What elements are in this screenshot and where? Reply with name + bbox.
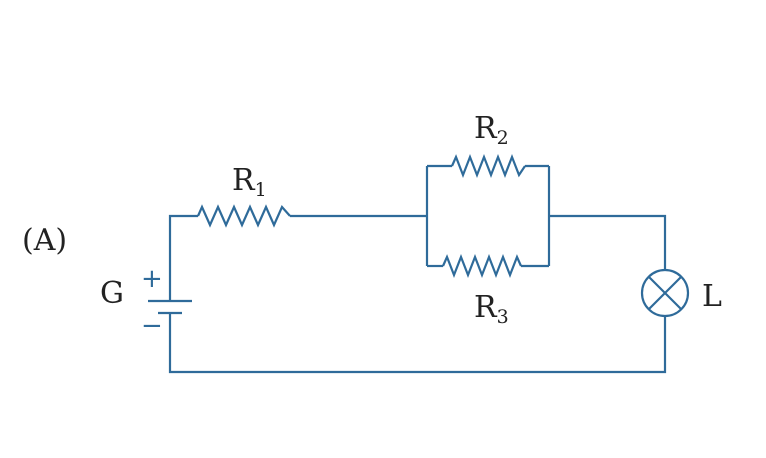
battery-minus-sign: − (141, 311, 163, 341)
resistor-r3-label: R3 (474, 290, 509, 328)
source-label: G (100, 276, 124, 311)
resistor-r2-letter: R (474, 111, 498, 146)
figure-label: (A) (22, 223, 67, 258)
resistor-r1 (196, 204, 291, 228)
battery-plus-sign: + (141, 264, 163, 294)
lamp-cross-b (648, 276, 682, 310)
resistor-r2-subscript: 2 (497, 127, 509, 149)
wire-to-lamp-top (549, 214, 667, 270)
resistor-r2-label: R2 (474, 111, 509, 149)
lamp-label: L (702, 279, 722, 314)
wire-left-top (168, 214, 198, 301)
lamp-icon (640, 268, 690, 318)
wire-bottom-return (168, 313, 667, 374)
resistor-r3 (441, 253, 523, 279)
resistor-r1-label: R1 (232, 163, 267, 201)
resistor-r1-letter: R (232, 163, 256, 198)
resistor-r2 (450, 153, 526, 179)
lamp-circle (640, 268, 690, 318)
resistor-r3-letter: R (474, 290, 498, 325)
resistor-r3-subscript: 3 (497, 306, 509, 328)
resistor-r1-subscript: 1 (255, 179, 267, 201)
wires (168, 164, 667, 374)
